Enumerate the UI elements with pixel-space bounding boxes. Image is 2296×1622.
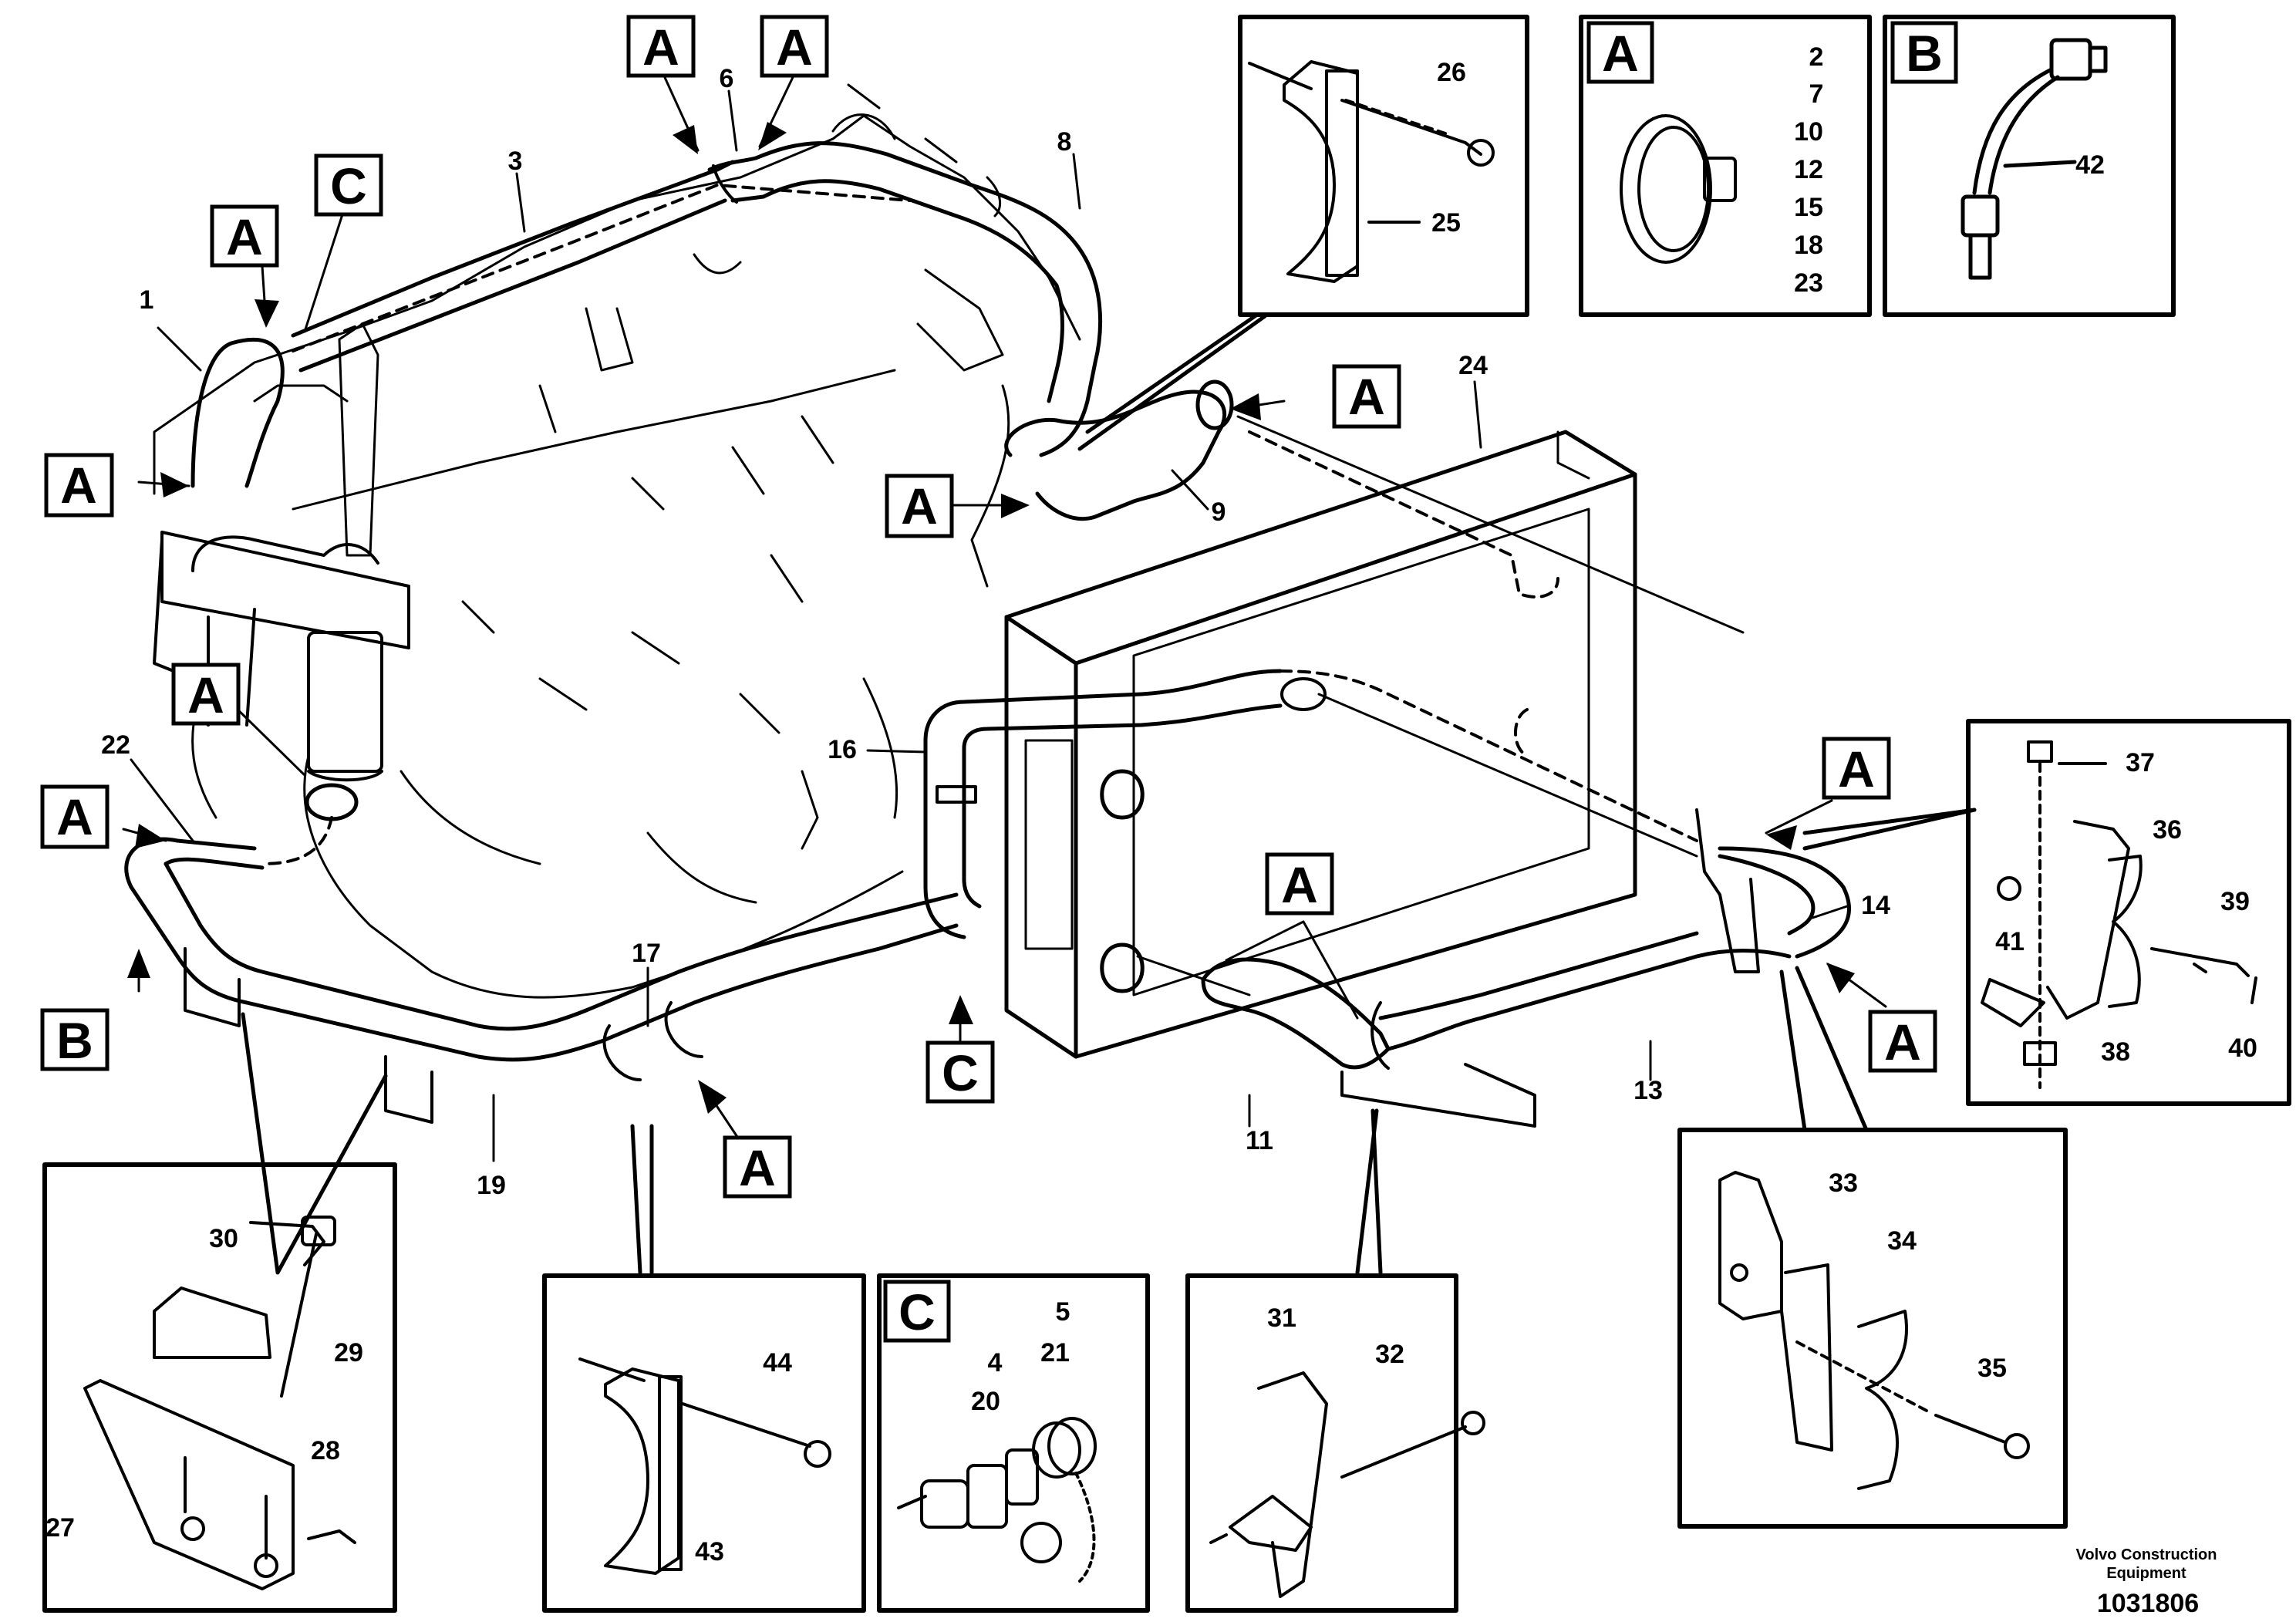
part-label: 21 [1040,1338,1070,1367]
part-label: 36 [2153,815,2182,845]
callout-label: A [226,208,263,265]
part-label: 20 [971,1387,1000,1416]
brand-line-2: Equipment [2106,1565,2186,1582]
part-label: 29 [334,1338,363,1367]
clamp-list-item: 12 [1794,155,1823,184]
part-label: 17 [632,939,661,968]
arrow-heads [127,122,1855,1114]
callout-label: A [776,19,813,76]
inset-pointers [241,312,1977,1275]
part-label: 3 [508,147,523,176]
part-label: 31 [1267,1303,1296,1333]
part-label: 32 [1375,1340,1404,1369]
engine-block [153,83,1081,999]
radiator [1004,430,1637,1059]
part-label: 11 [1246,1126,1273,1155]
part-label: 16 [828,735,857,764]
callout-boxes: A A C A A A A A A B A C A A A A B C [40,15,1958,1343]
drawing-number: 1031806 [2096,1589,2200,1618]
hose-clamp-drawing [1620,114,1737,264]
part-label: 43 [695,1537,724,1566]
bracket-33-drawing [1718,1171,2030,1490]
part-label: 26 [1437,58,1466,87]
inset-tag-a: A [1602,25,1639,82]
callout-label: A [60,457,97,514]
callout-label: C [942,1044,979,1101]
temp-sensor-drawing [1961,38,2108,280]
part-label: 5 [1056,1297,1070,1327]
callout-label: A [1348,368,1385,425]
part-label: 37 [2126,748,2155,777]
part-label: 4 [988,1348,1003,1378]
callout-label: A [56,788,93,845]
clamp-list-item: 2 [1809,42,1824,72]
part-label: 8 [1057,127,1072,157]
callout-label: A [642,19,679,76]
callout-label: C [330,157,367,214]
fitting-drawing [897,1417,1097,1583]
part-label: 39 [2220,887,2250,916]
part-label: 9 [1212,497,1226,527]
bracket-27-drawing [83,1216,356,1590]
part-label: 33 [1829,1168,1858,1198]
callout-label: A [1281,856,1318,913]
inset-tag-c: C [899,1283,936,1340]
part-label: 1 [140,285,154,315]
inset-frames [42,15,2291,1613]
hoses [124,141,1851,1070]
clamp-list-item: 23 [1794,268,1823,298]
part-label: 25 [1431,208,1461,238]
hidden-lines [261,184,1698,865]
bracket-36-drawing [1981,740,2257,1089]
part-label: 40 [2228,1034,2257,1063]
clamp-list-item: 15 [1794,193,1823,222]
callout-label: B [56,1012,93,1069]
callout-label: A [739,1139,776,1196]
part-label: 19 [477,1171,506,1200]
bracket-31-drawing [1209,1371,1485,1598]
part-label: 42 [2075,150,2105,180]
part-label: 34 [1887,1226,1917,1256]
callout-label: A [187,666,224,723]
brand-label: Volvo Construction Equipment [2058,1546,2235,1583]
part-label: 28 [311,1436,340,1465]
bracket-43-drawing [578,1357,831,1575]
bracket-25-drawing [1248,60,1495,283]
clamp-list-item: 7 [1809,79,1824,109]
part-label: 13 [1633,1076,1663,1105]
clamp-marks [602,164,1390,1081]
clamp-list-item: 10 [1794,117,1823,147]
callout-label: A [1884,1013,1921,1071]
part-label: 30 [209,1224,238,1253]
callout-label: A [901,477,938,534]
part-label: 44 [763,1348,792,1378]
part-label: 41 [1995,927,2025,956]
clamp-list-item: 18 [1794,231,1823,260]
brand-line-1: Volvo Construction [2075,1546,2217,1563]
part-label: 38 [2101,1037,2130,1067]
callout-label: A [1838,740,1875,798]
part-number-labels: 1 3 6 8 9 11 13 14 16 17 19 22 24 25 26 … [46,42,2257,1566]
lower-brackets [184,808,1760,1128]
part-label: 22 [101,730,130,760]
part-label: 6 [720,64,734,93]
part-label: 35 [1977,1354,2007,1383]
inset-tag-b: B [1906,25,1943,82]
leader-lines [130,89,1851,1162]
part-label: 14 [1861,891,1890,920]
part-label: 24 [1458,351,1488,380]
part-label: 27 [46,1513,75,1543]
